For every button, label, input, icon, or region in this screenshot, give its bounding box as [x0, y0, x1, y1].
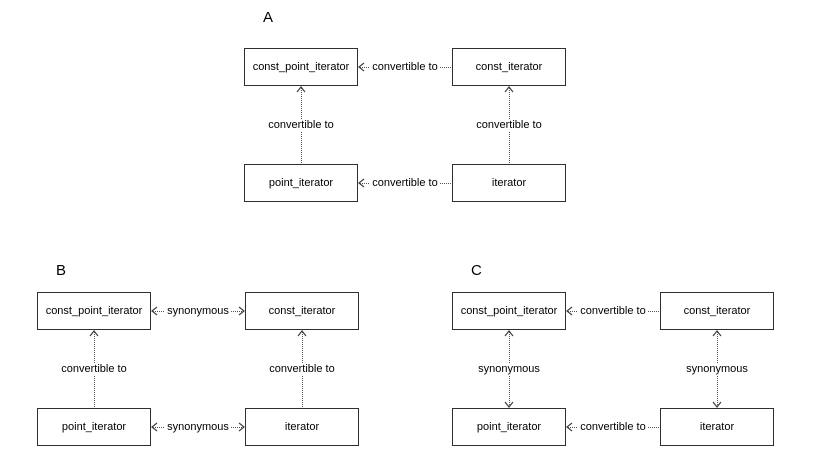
- node-label: const_point_iterator: [460, 305, 558, 317]
- arrowhead-left-icon: [151, 422, 158, 432]
- edge-vertical-left: synonymous: [464, 330, 554, 408]
- node-iterator: iterator: [660, 408, 774, 446]
- arrowhead-left-icon: [358, 178, 365, 188]
- arrowhead-up-icon: [504, 330, 514, 337]
- diagram-b: B const_point_iterator const_iterator po…: [37, 262, 361, 452]
- edge-label: convertible to: [267, 363, 337, 375]
- arrowhead-left-icon: [151, 306, 158, 316]
- node-label: const_iterator: [268, 305, 336, 317]
- edge-horizontal-top: convertible to: [566, 292, 660, 330]
- node-iterator: iterator: [245, 408, 359, 446]
- edge-vertical-right: convertible to: [464, 86, 554, 164]
- diagram-c: C const_point_iterator const_iterator po…: [452, 262, 776, 452]
- arrowhead-up-icon: [712, 330, 722, 337]
- arrowhead-left-icon: [566, 306, 573, 316]
- edge-horizontal-bottom: convertible to: [566, 408, 660, 446]
- edge-label: convertible to: [266, 119, 336, 131]
- arrowhead-left-icon: [358, 62, 365, 72]
- arrowhead-up-icon: [504, 86, 514, 93]
- arrowhead-up-icon: [296, 86, 306, 93]
- node-point-iterator: point_iterator: [244, 164, 358, 202]
- edge-vertical-left: convertible to: [49, 330, 139, 408]
- edge-label: synonymous: [476, 363, 542, 375]
- edge-label: convertible to: [59, 363, 129, 375]
- node-label: const_iterator: [683, 305, 751, 317]
- edge-label: convertible to: [370, 61, 440, 73]
- edge-horizontal-top: convertible to: [358, 48, 452, 86]
- node-label: const_point_iterator: [252, 61, 350, 73]
- edge-vertical-right: convertible to: [257, 330, 347, 408]
- node-point-iterator: point_iterator: [452, 408, 566, 446]
- node-const-iterator: const_iterator: [660, 292, 774, 330]
- node-const-point-iterator: const_point_iterator: [244, 48, 358, 86]
- node-label: point_iterator: [268, 177, 334, 189]
- edge-label: synonymous: [165, 421, 231, 433]
- edge-vertical-right: synonymous: [672, 330, 762, 408]
- diagram-c-label: C: [471, 262, 482, 279]
- edge-label: synonymous: [165, 305, 231, 317]
- edge-label: convertible to: [578, 421, 648, 433]
- edge-horizontal-bottom: convertible to: [358, 164, 452, 202]
- diagram-a: A const_point_iterator const_iterator po…: [244, 9, 568, 208]
- node-iterator: iterator: [452, 164, 566, 202]
- edge-label: convertible to: [578, 305, 648, 317]
- node-label: const_iterator: [475, 61, 543, 73]
- arrowhead-right-icon: [238, 422, 245, 432]
- edge-vertical-left: convertible to: [256, 86, 346, 164]
- node-label: iterator: [491, 177, 527, 189]
- diagram-b-label: B: [56, 262, 67, 279]
- node-const-iterator: const_iterator: [245, 292, 359, 330]
- arrowhead-down-icon: [712, 401, 722, 408]
- arrowhead-up-icon: [89, 330, 99, 337]
- node-label: point_iterator: [61, 421, 127, 433]
- edge-label: convertible to: [474, 119, 544, 131]
- node-label: point_iterator: [476, 421, 542, 433]
- node-point-iterator: point_iterator: [37, 408, 151, 446]
- diagram-a-label: A: [263, 9, 274, 26]
- edge-label: convertible to: [370, 177, 440, 189]
- edge-horizontal-bottom: synonymous: [151, 408, 245, 446]
- node-label: iterator: [699, 421, 735, 433]
- node-label: iterator: [284, 421, 320, 433]
- node-const-iterator: const_iterator: [452, 48, 566, 86]
- arrowhead-right-icon: [238, 306, 245, 316]
- arrowhead-up-icon: [297, 330, 307, 337]
- edge-horizontal-top: synonymous: [151, 292, 245, 330]
- edge-label: synonymous: [684, 363, 750, 375]
- arrowhead-left-icon: [566, 422, 573, 432]
- node-label: const_point_iterator: [45, 305, 143, 317]
- arrowhead-down-icon: [504, 401, 514, 408]
- node-const-point-iterator: const_point_iterator: [452, 292, 566, 330]
- node-const-point-iterator: const_point_iterator: [37, 292, 151, 330]
